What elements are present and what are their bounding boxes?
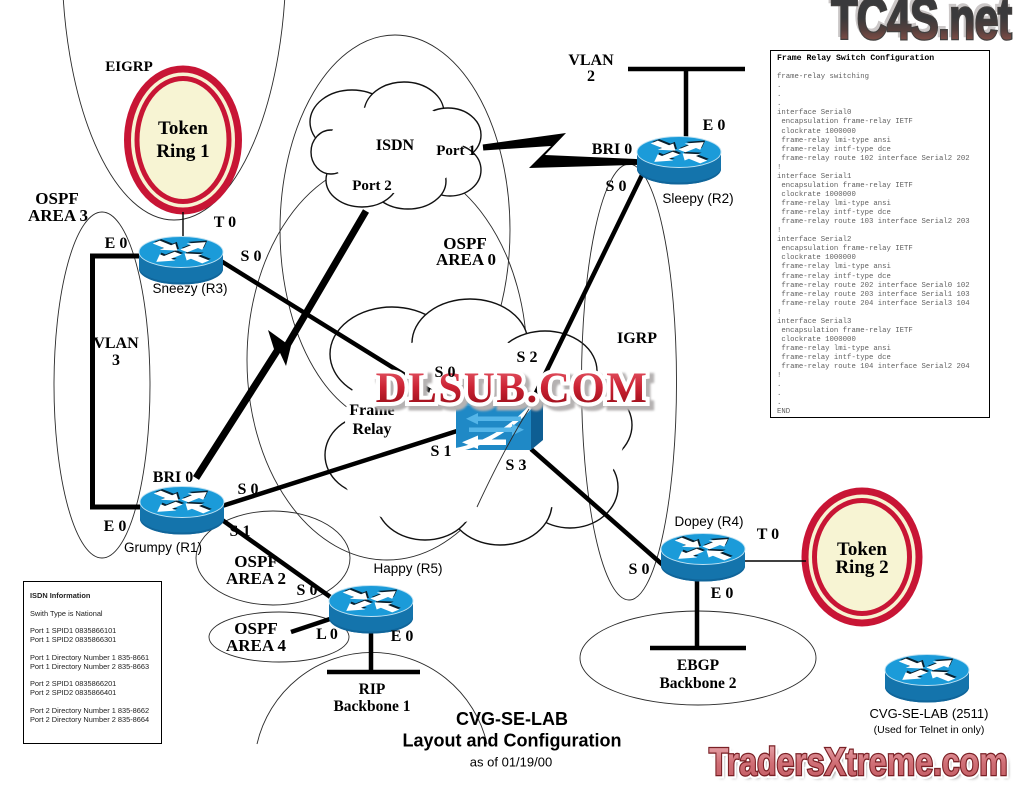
svg-text:OSPF: OSPF [234, 552, 277, 571]
svg-text:S 0: S 0 [297, 582, 318, 599]
svg-text:as of 01/19/00: as of 01/19/00 [470, 755, 552, 770]
svg-text:Grumpy (R1): Grumpy (R1) [124, 540, 202, 555]
svg-text:E 0: E 0 [104, 518, 127, 535]
svg-text:Sneezy (R3): Sneezy (R3) [152, 281, 227, 296]
svg-text:S 1: S 1 [230, 523, 251, 540]
svg-text:EBGP: EBGP [677, 657, 720, 674]
svg-text:S 0: S 0 [629, 561, 650, 578]
svg-text:OSPF: OSPF [35, 189, 78, 208]
svg-text:E 0: E 0 [703, 117, 726, 134]
svg-text:S 0: S 0 [241, 248, 262, 265]
svg-text:S 1: S 1 [431, 443, 452, 460]
svg-text:AREA 0: AREA 0 [436, 250, 496, 269]
svg-text:S 0: S 0 [606, 178, 627, 195]
svg-text:Ring 2: Ring 2 [835, 557, 888, 578]
svg-text:ISDN: ISDN [376, 137, 415, 154]
svg-text:Sleepy (R2): Sleepy (R2) [662, 191, 733, 206]
svg-text:Layout and Configuration: Layout and Configuration [403, 731, 622, 751]
svg-text:Happy (R5): Happy (R5) [373, 561, 442, 576]
svg-text:S 2: S 2 [517, 349, 538, 366]
svg-text:S 0: S 0 [435, 364, 456, 381]
svg-text:EIGRP: EIGRP [105, 59, 153, 75]
svg-text:3: 3 [112, 352, 120, 369]
svg-text:E 0: E 0 [391, 628, 414, 645]
svg-text:T 0: T 0 [757, 526, 779, 543]
svg-text:Dopey (R4): Dopey (R4) [674, 514, 743, 529]
svg-text:BRI 0: BRI 0 [153, 469, 193, 486]
svg-text:CVG-SE-LAB: CVG-SE-LAB [456, 709, 568, 729]
svg-text:S 3: S 3 [506, 457, 527, 474]
svg-text:Ring 1: Ring 1 [156, 141, 209, 162]
svg-text:Relay: Relay [352, 421, 391, 438]
svg-text:L 0: L 0 [316, 626, 338, 643]
svg-text:OSPF: OSPF [443, 234, 486, 253]
svg-text:S 0: S 0 [238, 481, 259, 498]
svg-text:(Used for Telnet in only): (Used for Telnet in only) [874, 724, 985, 736]
svg-text:2: 2 [587, 68, 595, 85]
svg-text:CVG-SE-LAB (2511): CVG-SE-LAB (2511) [870, 706, 989, 721]
svg-text:AREA 2: AREA 2 [226, 569, 286, 588]
svg-text:Port 2: Port 2 [352, 178, 392, 194]
svg-text:E 0: E 0 [105, 235, 128, 252]
svg-text:Port 1: Port 1 [436, 143, 476, 159]
svg-text:Backbone 2: Backbone 2 [659, 675, 736, 692]
svg-text:Token: Token [158, 118, 208, 139]
svg-text:BRI 0: BRI 0 [592, 141, 632, 158]
svg-text:Frame: Frame [349, 402, 394, 419]
svg-text:VLAN: VLAN [568, 52, 614, 69]
svg-text:VLAN: VLAN [93, 335, 139, 352]
svg-text:RIP: RIP [359, 681, 386, 698]
svg-text:Token: Token [837, 539, 887, 560]
svg-text:AREA 3: AREA 3 [28, 206, 88, 225]
svg-text:T 0: T 0 [214, 214, 236, 231]
svg-text:Backbone 1: Backbone 1 [333, 698, 410, 715]
svg-text:E 0: E 0 [711, 585, 734, 602]
svg-text:OSPF: OSPF [234, 619, 277, 638]
svg-text:AREA 4: AREA 4 [226, 636, 286, 655]
svg-text:IGRP: IGRP [617, 330, 657, 347]
